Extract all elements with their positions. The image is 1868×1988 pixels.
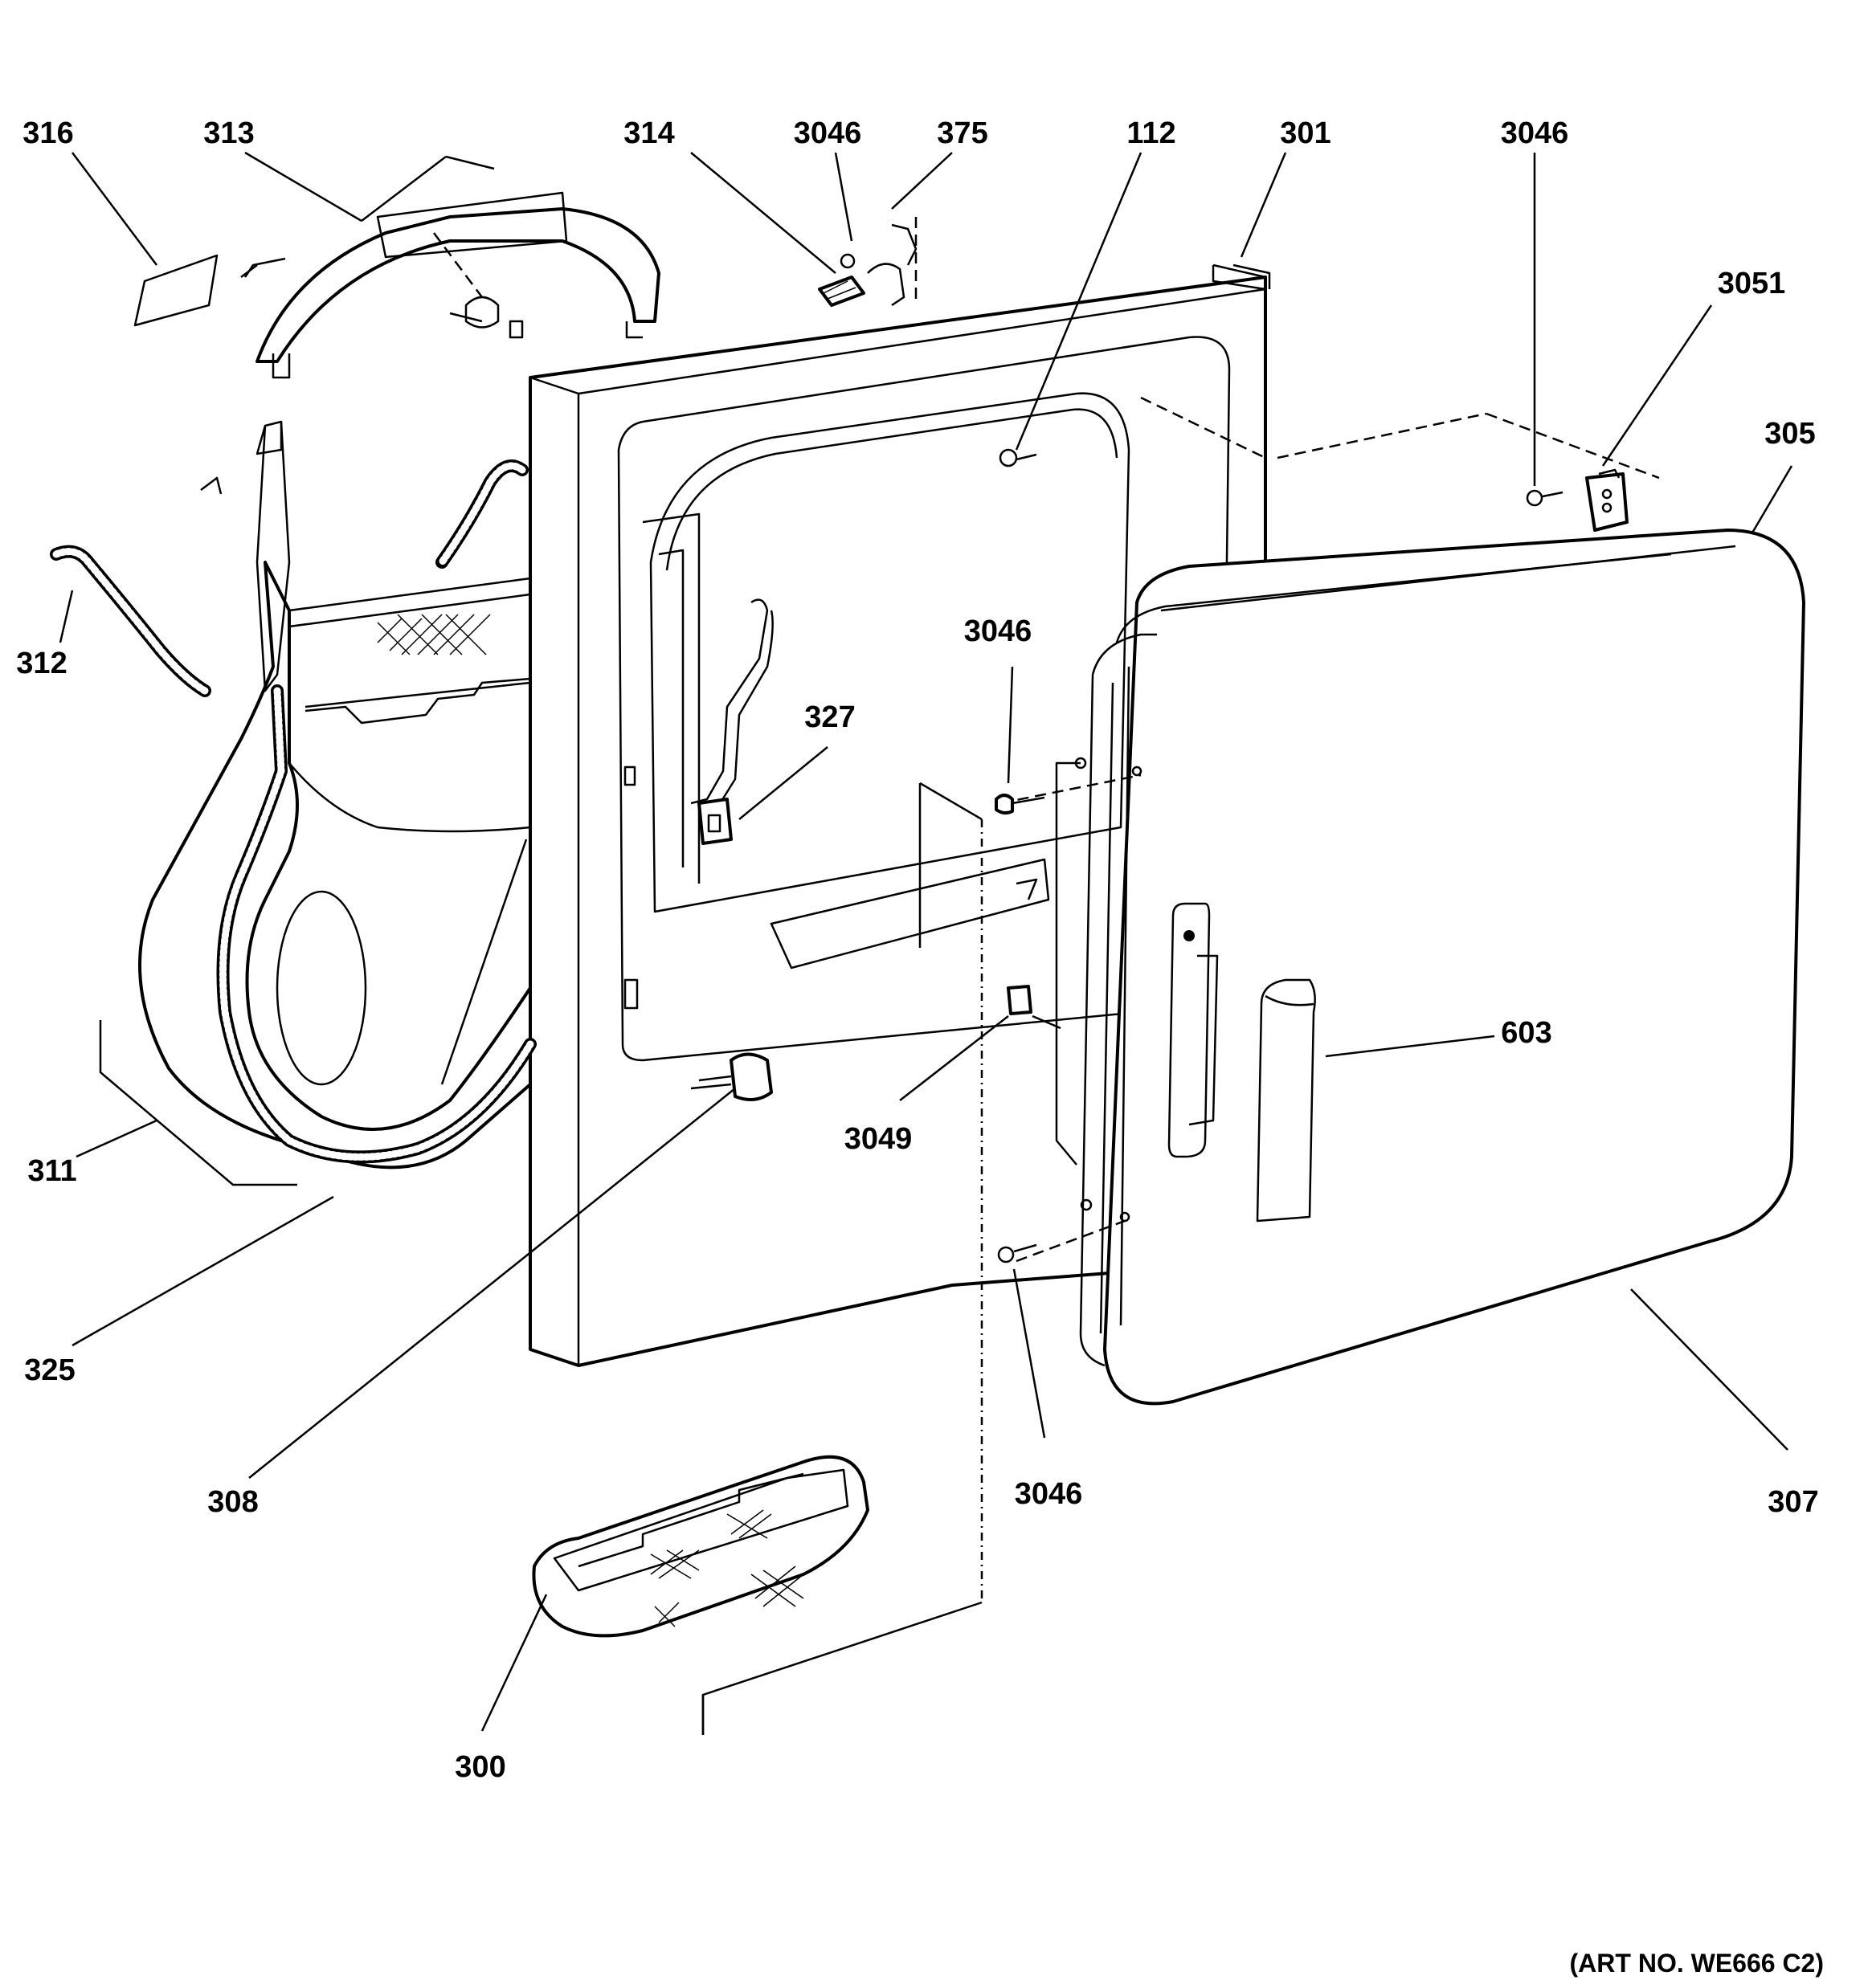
callout-307: 307 bbox=[1768, 1485, 1818, 1519]
switch-308 bbox=[690, 1052, 773, 1101]
callout-3046-bottom: 3046 bbox=[1015, 1477, 1083, 1511]
connector-327 bbox=[697, 798, 733, 845]
callout-3049: 3049 bbox=[844, 1122, 913, 1156]
felt-seal-312 bbox=[50, 459, 529, 697]
lint-filter-300 bbox=[532, 1455, 869, 1638]
callout-112: 112 bbox=[1126, 116, 1175, 150]
callout-312: 312 bbox=[16, 647, 67, 680]
callout-3046-right: 3046 bbox=[1501, 116, 1569, 150]
callout-3051: 3051 bbox=[1718, 267, 1786, 300]
callout-3046-top: 3046 bbox=[794, 116, 862, 150]
label-strip-316 bbox=[133, 254, 219, 327]
callout-300: 300 bbox=[455, 1750, 505, 1784]
drum-shell-311 bbox=[138, 561, 532, 1170]
screw-3046-b bbox=[997, 1243, 1037, 1263]
screw-3046-a bbox=[995, 794, 1045, 815]
callout-603: 603 bbox=[1501, 1016, 1551, 1050]
callout-305: 305 bbox=[1764, 417, 1815, 451]
callout-3046-mid: 3046 bbox=[964, 614, 1032, 648]
door-switch-3051 bbox=[1526, 468, 1629, 532]
callout-314: 314 bbox=[623, 116, 674, 150]
front-panel-301 bbox=[529, 263, 1271, 1367]
door-307 bbox=[1055, 529, 1805, 1406]
strike-3049 bbox=[1007, 985, 1032, 1015]
drum-gasket-325 bbox=[216, 684, 537, 1164]
lamp-assembly-314 bbox=[818, 217, 918, 307]
callout-labels: 316 313 314 3046 375 112 301 3046 3051 3… bbox=[16, 116, 1824, 1978]
group-brackets bbox=[99, 155, 495, 1186]
callout-311: 311 bbox=[27, 1154, 76, 1188]
assembly-guide-lines bbox=[701, 396, 1660, 1735]
callout-313: 313 bbox=[203, 116, 254, 150]
side-profile bbox=[200, 420, 291, 692]
callout-301: 301 bbox=[1280, 116, 1330, 150]
leader-lines bbox=[59, 151, 1793, 1732]
callout-327: 327 bbox=[804, 700, 855, 734]
bracket-313 bbox=[255, 191, 660, 455]
callout-325: 325 bbox=[24, 1353, 75, 1387]
callout-375: 375 bbox=[937, 116, 987, 150]
art-number: (ART NO. WE666 C2) bbox=[1570, 1949, 1824, 1978]
callout-316: 316 bbox=[22, 116, 73, 150]
callout-308: 308 bbox=[207, 1485, 258, 1519]
